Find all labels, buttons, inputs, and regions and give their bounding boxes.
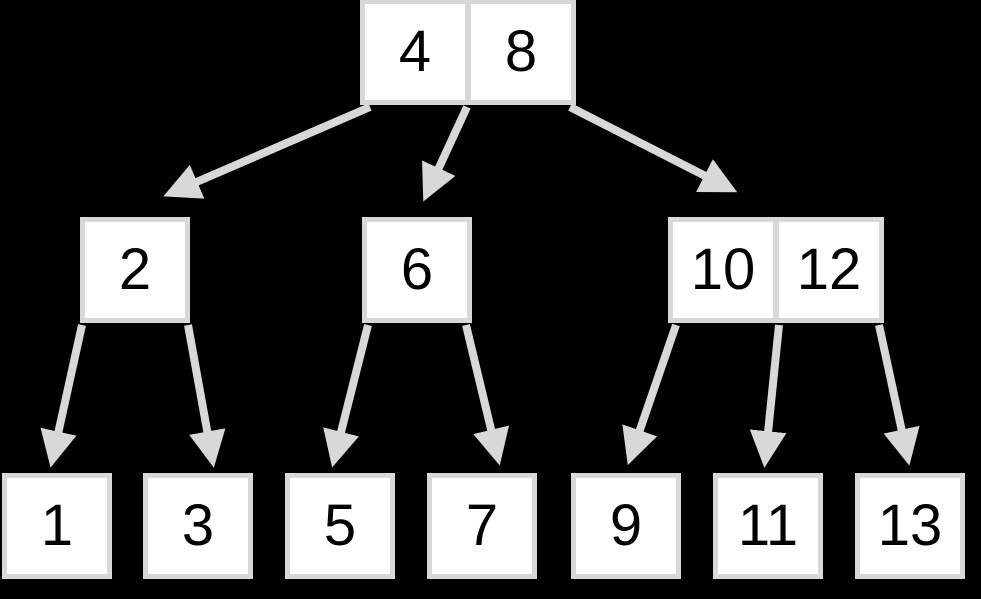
edge-node-10-12-to-leaf-13 xyxy=(875,324,920,466)
edge-node-6-to-leaf-7 xyxy=(462,324,510,466)
edge-root-to-node-10-12 xyxy=(568,103,738,193)
btree-key: 13 xyxy=(860,478,960,574)
btree-key: 10 xyxy=(673,222,773,318)
btree-node-root: 4 8 xyxy=(360,0,576,105)
btree-node-leaf: 3 xyxy=(143,473,253,579)
edge-node-10-12-to-leaf-11 xyxy=(749,324,787,468)
btree-key: 8 xyxy=(471,4,571,100)
btree-node-leaf: 7 xyxy=(427,473,537,579)
edge-node-2-to-leaf-3 xyxy=(184,324,226,468)
edge-root-to-node-2 xyxy=(163,103,372,199)
btree-key: 1 xyxy=(7,478,107,574)
btree-key: 11 xyxy=(718,478,818,574)
btree-key: 3 xyxy=(148,478,248,574)
btree-key: 4 xyxy=(365,4,465,100)
btree-key: 2 xyxy=(85,222,185,318)
btree-node-internal: 2 xyxy=(80,217,190,323)
edge-node-2-to-leaf-1 xyxy=(40,324,86,468)
btree-key: 6 xyxy=(367,222,467,318)
edge-root-to-node-6 xyxy=(422,105,471,202)
btree-node-leaf: 11 xyxy=(713,473,823,579)
btree-key: 5 xyxy=(290,478,390,574)
btree-node-leaf: 13 xyxy=(855,473,965,579)
btree-key: 9 xyxy=(576,478,676,574)
btree-node-internal: 10 12 xyxy=(668,217,884,323)
btree-node-leaf: 5 xyxy=(285,473,395,579)
edge-node-6-to-leaf-5 xyxy=(323,324,372,468)
btree-node-leaf: 9 xyxy=(571,473,681,579)
btree-node-leaf: 1 xyxy=(2,473,112,579)
edge-node-10-12-to-leaf-9 xyxy=(622,323,680,466)
btree-node-internal: 6 xyxy=(362,217,472,323)
btree-key: 7 xyxy=(432,478,532,574)
btree-key: 12 xyxy=(779,222,879,318)
